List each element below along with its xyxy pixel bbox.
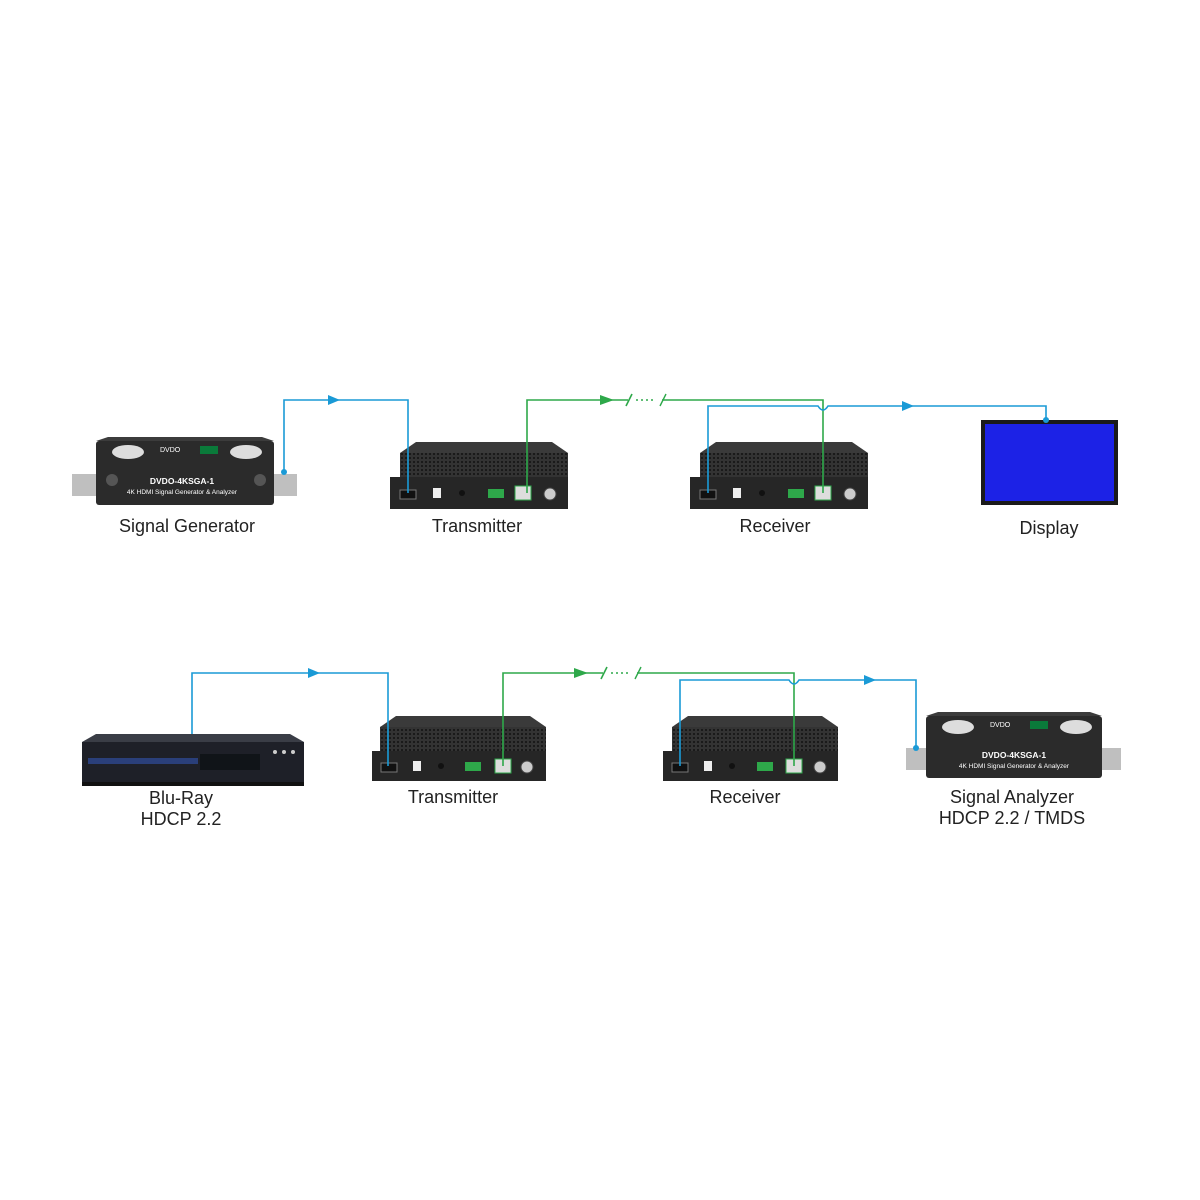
disc-tray — [88, 758, 198, 764]
receiver-device-top — [690, 442, 868, 509]
vent-panel — [380, 727, 546, 751]
terminal-block-icon — [788, 489, 804, 498]
terminal-block-icon — [757, 762, 773, 771]
device-body — [663, 751, 838, 781]
transmitter-label-top: Transmitter — [432, 516, 522, 536]
hdmi-link-generator-to-transmitter — [283, 399, 409, 493]
display-device — [981, 420, 1118, 505]
screw-icon — [254, 474, 266, 486]
signal-analyzer-device: DVDO DVDO-4KSGA-1 4K HDMI Signal Generat… — [906, 712, 1121, 778]
transmitter-label-bottom: Transmitter — [408, 787, 498, 807]
arrow-right-icon — [328, 395, 340, 405]
receiver-label-bottom: Receiver — [709, 787, 780, 807]
screw-icon — [106, 474, 118, 486]
vent-panel — [400, 453, 568, 477]
hdbaset-link-top — [526, 399, 824, 493]
brand-text: DVDO — [990, 722, 1011, 729]
device-body — [390, 477, 568, 509]
power-jack-icon — [843, 487, 857, 501]
hdbaset-link-bottom — [502, 672, 795, 766]
arrow-right-icon — [574, 668, 588, 678]
optical-port-icon — [704, 761, 712, 771]
bluray-label-line2: HDCP 2.2 — [141, 809, 222, 829]
model-text: DVDO-4KSGA-1 — [150, 476, 215, 486]
display-screen — [985, 424, 1114, 501]
subtitle-text: 4K HDMI Signal Generator & Analyzer — [959, 763, 1070, 770]
model-text: DVDO-4KSGA-1 — [982, 750, 1047, 760]
rj45-port-icon — [514, 485, 532, 501]
brand-text: DVDO — [160, 447, 181, 454]
device-body — [690, 477, 868, 509]
break-icon — [600, 666, 608, 680]
power-jack-icon — [813, 760, 827, 774]
bluray-label-line1: Blu-Ray — [149, 788, 213, 808]
break-icon — [659, 393, 667, 407]
arrow-right-icon — [600, 395, 614, 405]
power-jack-icon — [520, 760, 534, 774]
break-icon — [625, 393, 633, 407]
signal-analyzer-label-line1: Signal Analyzer — [950, 787, 1074, 807]
transmitter-device-top — [390, 442, 568, 509]
logo-badge — [942, 720, 974, 734]
arrow-right-icon — [902, 401, 914, 411]
vent-panel — [672, 727, 838, 751]
optical-port-icon — [433, 488, 441, 498]
break-icon — [634, 666, 642, 680]
receiver-label-top: Receiver — [739, 516, 810, 536]
arrow-right-icon — [864, 675, 876, 685]
optical-port-icon — [413, 761, 421, 771]
terminal-block-icon — [488, 489, 504, 498]
vent-panel — [700, 453, 868, 477]
subtitle-text: 4K HDMI Signal Generator & Analyzer — [127, 489, 238, 496]
logo-badge — [230, 445, 262, 459]
device-body — [372, 751, 546, 781]
hdmi-link-receiver-to-analyzer — [679, 679, 917, 766]
terminal-block-icon — [465, 762, 481, 771]
arrow-right-icon — [308, 668, 320, 678]
logo-badge — [1060, 720, 1092, 734]
front-display — [200, 754, 260, 770]
signal-analyzer-label-line2: HDCP 2.2 / TMDS — [939, 808, 1085, 828]
receiver-device-bottom — [663, 716, 838, 781]
display-label: Display — [1019, 518, 1078, 538]
signal-generator-label: Signal Generator — [119, 516, 255, 536]
transmitter-device-bottom — [372, 716, 546, 781]
signal-generator-device: DVDO DVDO-4KSGA-1 4K HDMI Signal Generat… — [72, 437, 297, 505]
hdmi-link-bluray-to-transmitter — [191, 672, 389, 766]
hdmi-port-icon — [380, 762, 398, 773]
optical-port-icon — [733, 488, 741, 498]
power-jack-icon — [543, 487, 557, 501]
device-body — [96, 441, 274, 505]
logo-badge — [112, 445, 144, 459]
hdmi-link-receiver-to-display — [707, 405, 1047, 493]
bluray-player-device — [82, 734, 304, 786]
